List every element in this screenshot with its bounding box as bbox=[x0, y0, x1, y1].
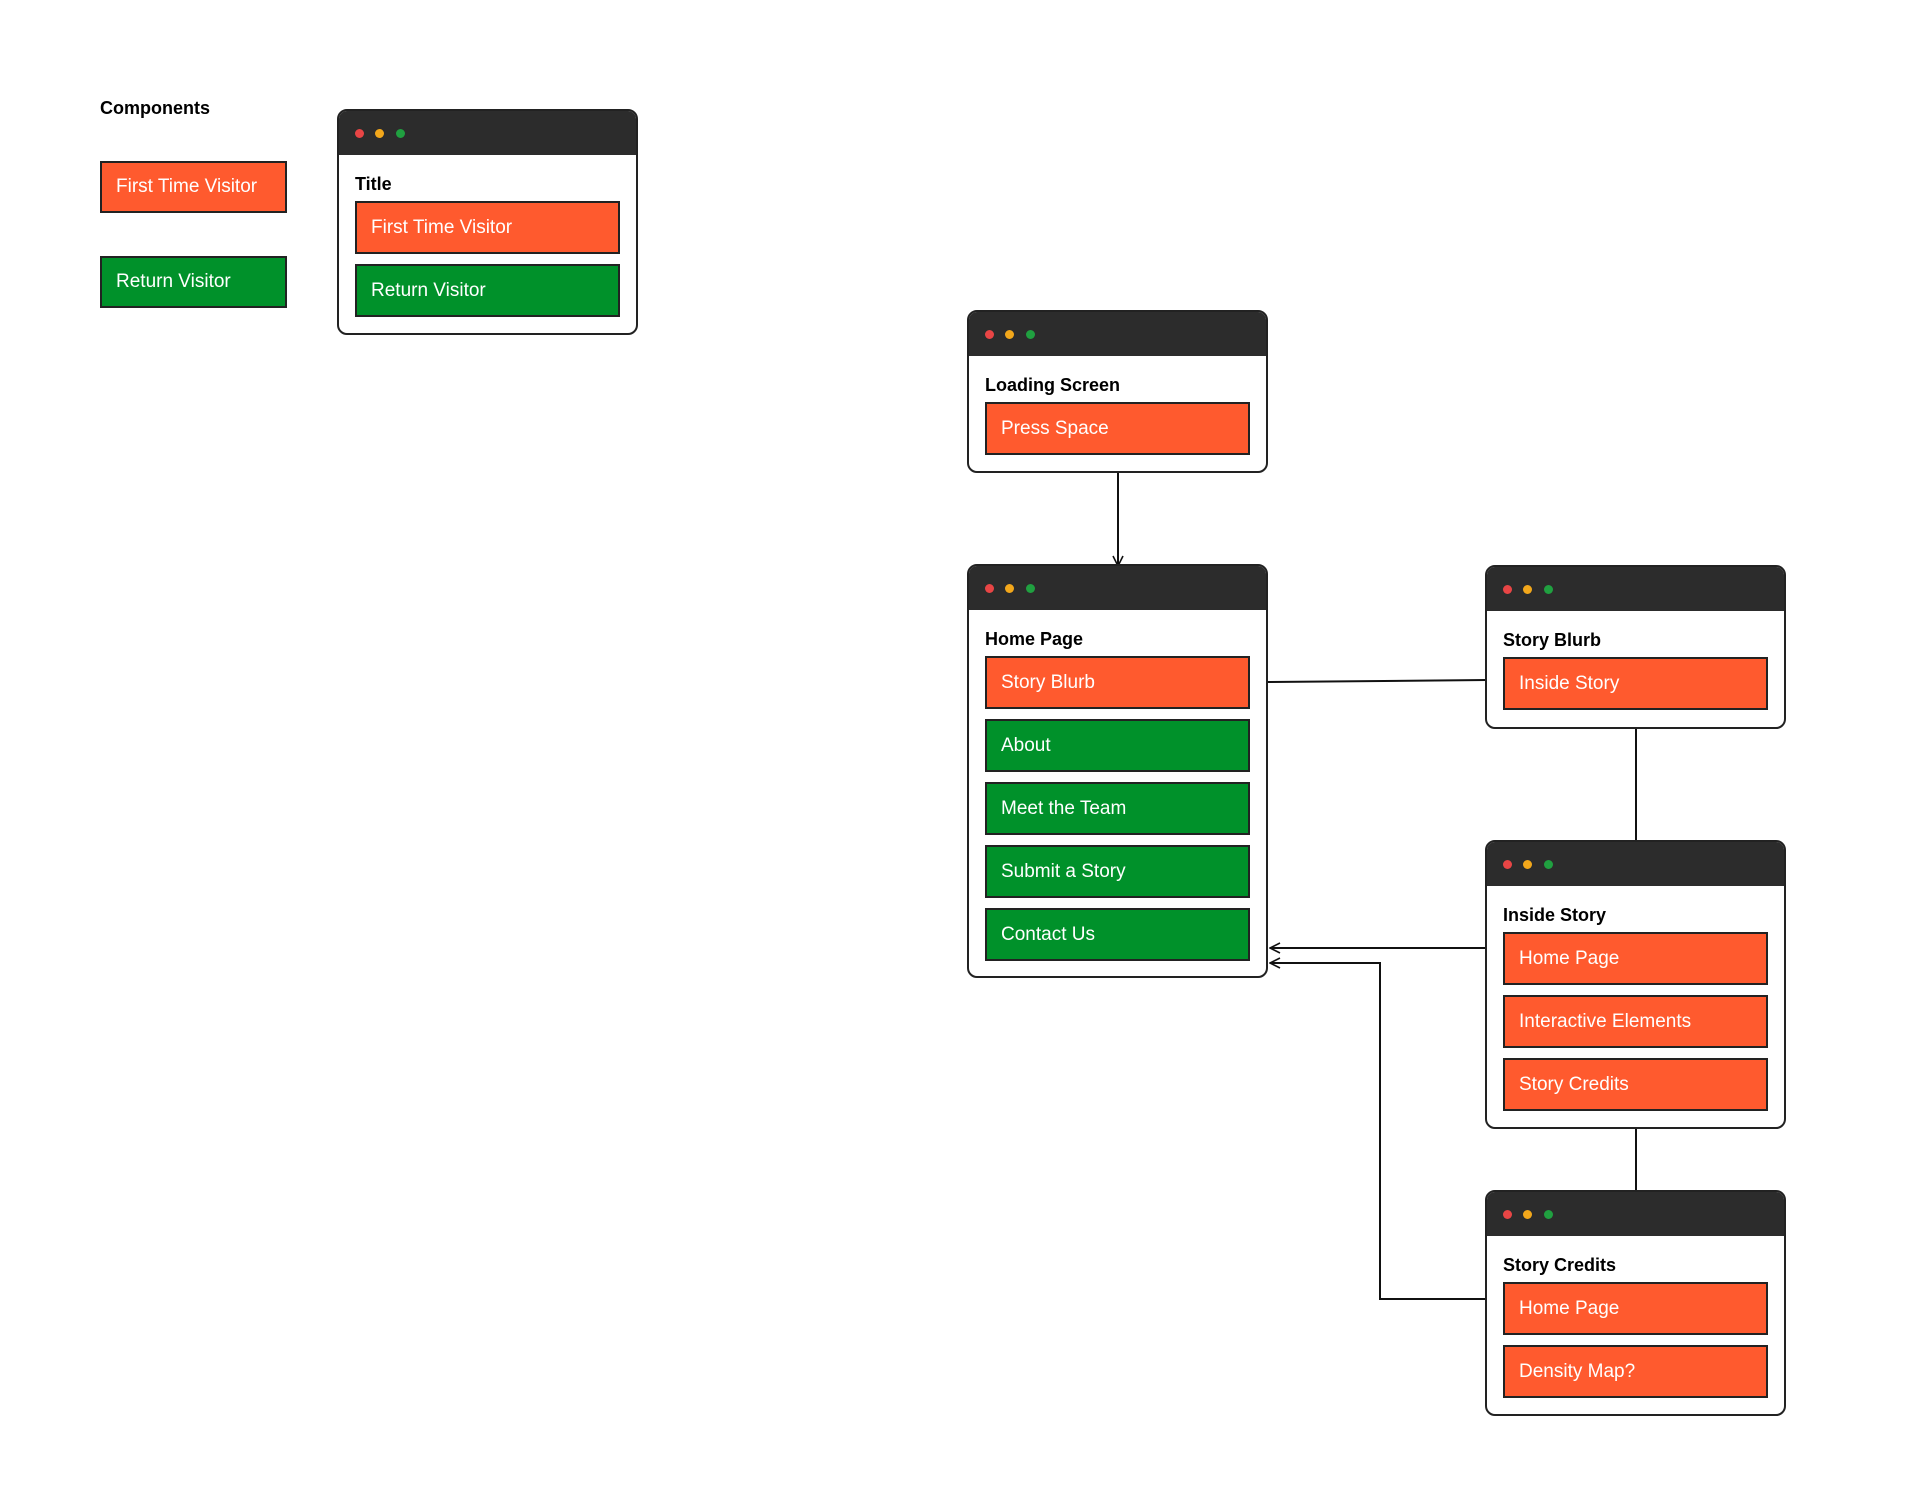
window-title: Loading Screen bbox=[985, 375, 1121, 395]
inside-story-button[interactable]: Inside Story bbox=[1503, 657, 1768, 710]
story-blurb-button[interactable]: Story Blurb bbox=[985, 656, 1250, 709]
minimize-dot-icon bbox=[1005, 330, 1014, 339]
window-title: Title bbox=[355, 174, 392, 194]
density-map-button[interactable]: Density Map? bbox=[1503, 1345, 1768, 1398]
legend-title: Components bbox=[100, 98, 210, 118]
title-bar bbox=[1487, 567, 1784, 611]
window-template: Title First Time Visitor Return Visitor bbox=[337, 109, 638, 335]
submit-a-story-button[interactable]: Submit a Story bbox=[985, 845, 1250, 898]
window-story-blurb: Story Blurb Inside Story bbox=[1485, 565, 1786, 729]
window-inside-story: Inside Story Home Page Interactive Eleme… bbox=[1485, 840, 1786, 1129]
window-title: Inside Story bbox=[1503, 905, 1607, 925]
minimize-dot-icon bbox=[1005, 584, 1014, 593]
edge-home-to-blurb bbox=[1267, 679, 1488, 683]
meet-the-team-button[interactable]: Meet the Team bbox=[985, 782, 1250, 835]
close-dot-icon bbox=[355, 129, 364, 138]
title-bar bbox=[339, 111, 636, 155]
maximize-dot-icon bbox=[1544, 860, 1553, 869]
story-credits-button[interactable]: Story Credits bbox=[1503, 1058, 1768, 1111]
return-visitor-button[interactable]: Return Visitor bbox=[355, 264, 620, 317]
contact-us-button[interactable]: Contact Us bbox=[985, 908, 1250, 961]
legend-first-time-visitor: First Time Visitor bbox=[100, 161, 287, 213]
window-title: Story Credits bbox=[1503, 1255, 1617, 1275]
title-bar bbox=[1487, 842, 1784, 886]
title-bar bbox=[969, 312, 1266, 356]
press-space-button[interactable]: Press Space bbox=[985, 402, 1250, 455]
title-bar bbox=[1487, 1192, 1784, 1236]
interactive-elements-button[interactable]: Interactive Elements bbox=[1503, 995, 1768, 1048]
first-time-visitor-button[interactable]: First Time Visitor bbox=[355, 201, 620, 254]
maximize-dot-icon bbox=[1544, 1210, 1553, 1219]
window-title: Home Page bbox=[985, 629, 1084, 649]
close-dot-icon bbox=[1503, 860, 1512, 869]
close-dot-icon bbox=[1503, 1210, 1512, 1219]
minimize-dot-icon bbox=[1523, 585, 1532, 594]
minimize-dot-icon bbox=[1523, 1210, 1532, 1219]
window-title: Story Blurb bbox=[1503, 630, 1602, 650]
close-dot-icon bbox=[985, 584, 994, 593]
home-page-button[interactable]: Home Page bbox=[1503, 1282, 1768, 1335]
window-story-credits: Story Credits Home Page Density Map? bbox=[1485, 1190, 1786, 1416]
minimize-dot-icon bbox=[1523, 860, 1532, 869]
about-button[interactable]: About bbox=[985, 719, 1250, 772]
legend-return-visitor: Return Visitor bbox=[100, 256, 287, 308]
minimize-dot-icon bbox=[375, 129, 384, 138]
maximize-dot-icon bbox=[1026, 330, 1035, 339]
maximize-dot-icon bbox=[1544, 585, 1553, 594]
window-loading-screen: Loading Screen Press Space bbox=[967, 310, 1268, 473]
maximize-dot-icon bbox=[396, 129, 405, 138]
title-bar bbox=[969, 566, 1266, 610]
home-page-button[interactable]: Home Page bbox=[1503, 932, 1768, 985]
edge-credits-to-home bbox=[1270, 963, 1487, 1300]
close-dot-icon bbox=[985, 330, 994, 339]
maximize-dot-icon bbox=[1026, 584, 1035, 593]
close-dot-icon bbox=[1503, 585, 1512, 594]
window-home-page: Home Page Story Blurb About Meet the Tea… bbox=[967, 564, 1268, 978]
